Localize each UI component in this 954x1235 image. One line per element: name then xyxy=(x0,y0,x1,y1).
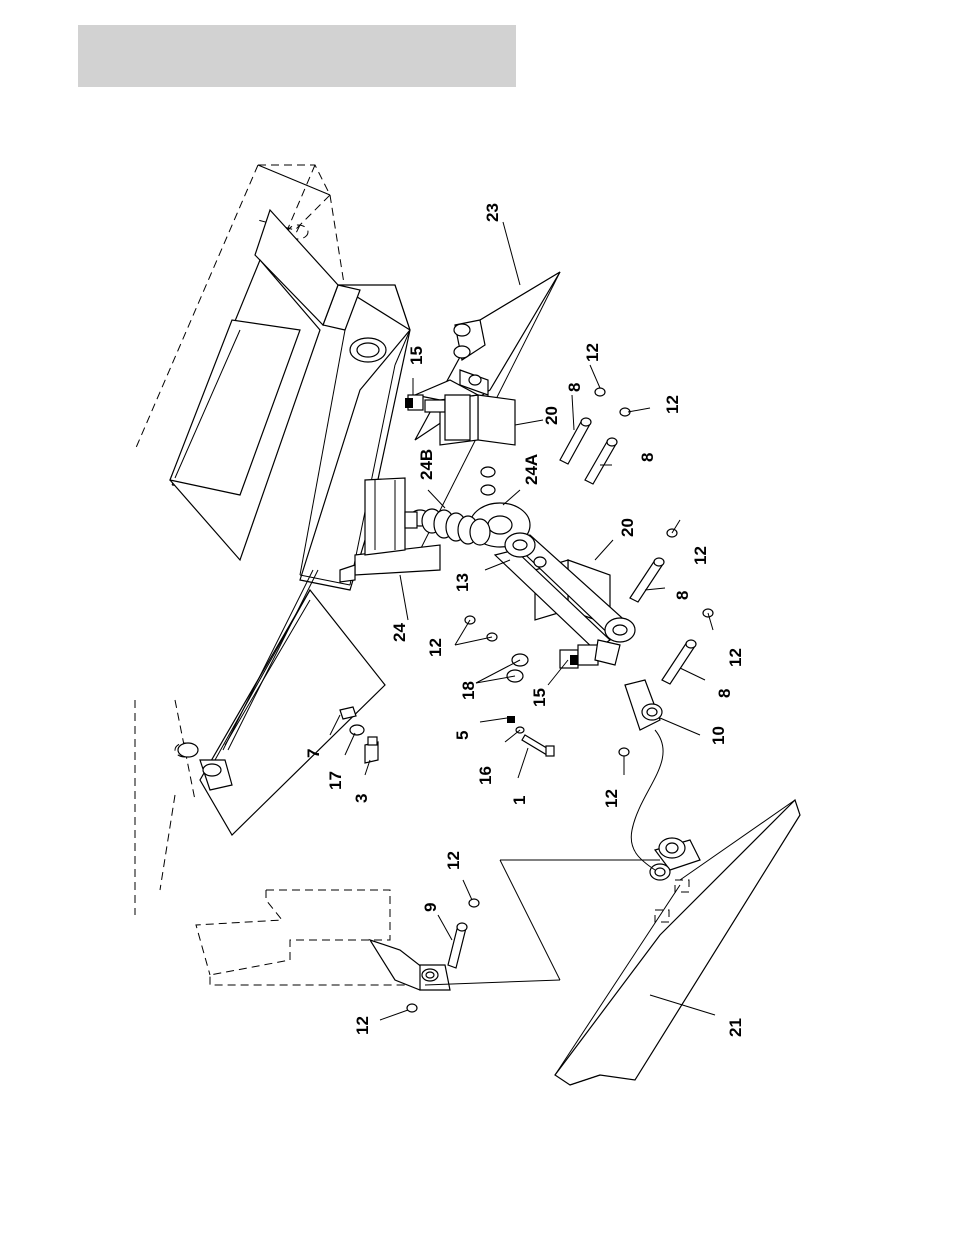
clip-12-pin9-bottom xyxy=(407,1004,417,1012)
callout-8: 8 xyxy=(565,383,584,392)
callout-12: 12 xyxy=(726,648,745,667)
pin-9 xyxy=(448,923,467,968)
link-arm-13 xyxy=(495,533,635,650)
callout-12: 12 xyxy=(353,1016,372,1035)
pin-8-b xyxy=(585,438,617,484)
callout-5: 5 xyxy=(453,731,472,740)
callout-13: 13 xyxy=(453,573,472,592)
washer-17 xyxy=(350,725,364,735)
bracket-10 xyxy=(625,680,662,730)
callout-20: 20 xyxy=(618,518,637,537)
callout-12: 12 xyxy=(444,851,463,870)
callout-24B: 24B xyxy=(417,449,436,480)
callout-12: 12 xyxy=(602,789,621,808)
callout-17: 17 xyxy=(326,771,345,790)
pin-8-a xyxy=(560,418,591,464)
washers-18 xyxy=(507,654,528,682)
callout-15: 15 xyxy=(407,346,426,365)
callout-23: 23 xyxy=(483,203,502,222)
callout-12: 12 xyxy=(691,546,710,565)
callout-8: 8 xyxy=(673,591,692,600)
callout-9: 9 xyxy=(421,903,440,912)
callout-12: 12 xyxy=(663,395,682,414)
callout-10: 10 xyxy=(709,726,728,745)
callout-8: 8 xyxy=(715,689,734,698)
connector-lines xyxy=(425,860,660,985)
callout-16: 16 xyxy=(476,766,495,785)
callout-24: 24 xyxy=(390,623,409,642)
callout-12: 12 xyxy=(583,343,602,362)
callout-7: 7 xyxy=(304,749,323,758)
callout-18: 18 xyxy=(459,681,478,700)
callout-3: 3 xyxy=(352,794,371,803)
callout-1: 1 xyxy=(510,796,529,805)
pin-8-d xyxy=(662,640,696,684)
pin-8-c xyxy=(630,558,664,602)
bracket-21 xyxy=(555,800,800,1085)
clip-12-pin9-top xyxy=(469,899,479,907)
clips-12 xyxy=(465,616,497,641)
callout-24A: 24A xyxy=(522,454,541,485)
dashed-bracket xyxy=(196,890,450,990)
callout-20: 20 xyxy=(542,406,561,425)
callout-21: 21 xyxy=(726,1018,745,1037)
callout-8: 8 xyxy=(638,453,657,462)
nut-5 xyxy=(507,716,515,723)
callout-12: 12 xyxy=(426,638,445,657)
callout-15: 15 xyxy=(530,688,549,707)
bolt-3 xyxy=(365,737,378,763)
leader-lines xyxy=(330,222,715,1020)
